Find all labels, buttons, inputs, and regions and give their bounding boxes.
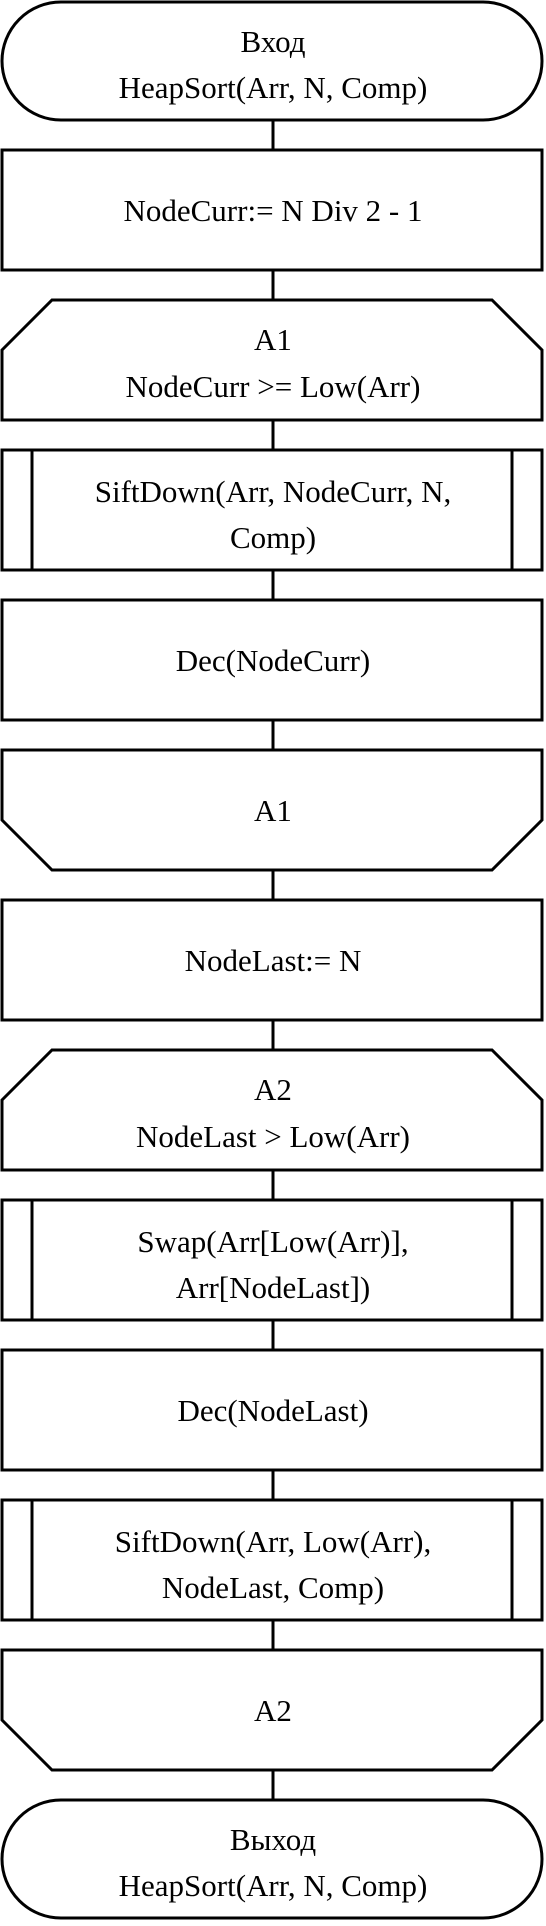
subroutine-sift-down-1-label-2: Comp) — [230, 520, 316, 555]
loop-begin-a1: A1 NodeCurr >= Low(Arr) — [0, 298, 544, 422]
process-dec-node-curr-label: Dec(NodeCurr) — [176, 643, 371, 678]
loop-end-a1-label: A1 — [254, 793, 292, 828]
end-label-2: HeapSort(Arr, N, Comp) — [119, 1868, 428, 1903]
subroutine-sift-down-1: SiftDown(Arr, NodeCurr, N, Comp) — [0, 448, 544, 572]
subroutine-swap: Swap(Arr[Low(Arr)], Arr[NodeLast]) — [0, 1198, 544, 1322]
subroutine-swap-label-1: Swap(Arr[Low(Arr)], — [137, 1224, 408, 1259]
subroutine-sift-down-2: SiftDown(Arr, Low(Arr), NodeLast, Comp) — [0, 1498, 544, 1622]
loop-begin-a1-label-2: NodeCurr >= Low(Arr) — [126, 369, 421, 404]
loop-end-a1: A1 — [0, 748, 544, 872]
loop-begin-a2-label-2: NodeLast > Low(Arr) — [136, 1119, 410, 1154]
loop-begin-a2: A2 NodeLast > Low(Arr) — [0, 1048, 544, 1172]
loop-begin-a1-label-1: A1 — [254, 322, 292, 357]
process-init-node-curr: NodeCurr:= N Div 2 - 1 — [0, 148, 544, 272]
subroutine-sift-down-2-label-2: NodeLast, Comp) — [162, 1570, 384, 1605]
subroutine-swap-label-2: Arr[NodeLast]) — [176, 1270, 371, 1305]
process-init-node-curr-label: NodeCurr:= N Div 2 - 1 — [123, 193, 422, 228]
process-init-node-last: NodeLast:= N — [0, 898, 544, 1022]
subroutine-sift-down-2-label-1: SiftDown(Arr, Low(Arr), — [115, 1524, 431, 1559]
subroutine-sift-down-1-label-1: SiftDown(Arr, NodeCurr, N, — [95, 474, 452, 509]
loop-end-a2-label: A2 — [254, 1693, 292, 1728]
process-dec-node-curr: Dec(NodeCurr) — [0, 598, 544, 722]
process-dec-node-last: Dec(NodeLast) — [0, 1348, 544, 1472]
start-label-1: Вход — [241, 24, 306, 59]
loop-end-a2: A2 — [0, 1648, 544, 1772]
end-label-1: Выход — [230, 1822, 316, 1857]
start-label-2: HeapSort(Arr, N, Comp) — [119, 70, 428, 105]
process-init-node-last-label: NodeLast:= N — [185, 943, 362, 978]
process-dec-node-last-label: Dec(NodeLast) — [177, 1393, 368, 1428]
end-terminator: Выход HeapSort(Arr, N, Comp) — [0, 1798, 544, 1920]
start-terminator: Вход HeapSort(Arr, N, Comp) — [0, 0, 544, 122]
loop-begin-a2-label-1: A2 — [254, 1072, 292, 1107]
